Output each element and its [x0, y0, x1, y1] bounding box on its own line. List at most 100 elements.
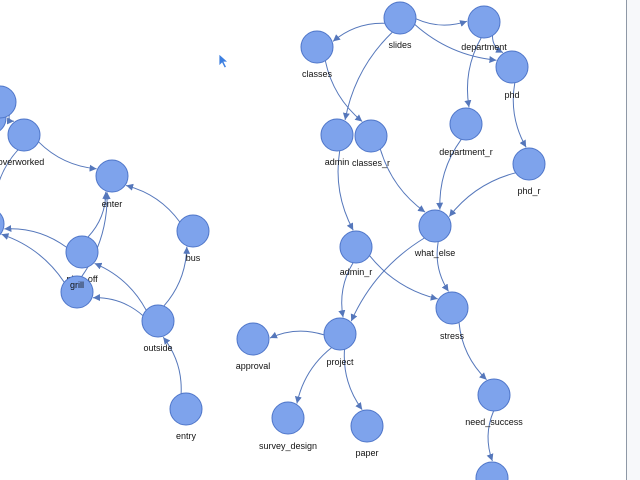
edge-classes_r-to-what_else — [379, 148, 426, 213]
node-label-what_else: what_else — [414, 248, 456, 258]
edge-project-to-survey_design — [294, 347, 332, 404]
node-circle-slides[interactable] — [383, 1, 417, 35]
edge-what_else-to-stress — [436, 241, 449, 292]
node-offscreen_top[interactable] — [0, 85, 17, 119]
node-circle-phd_r[interactable] — [512, 147, 546, 181]
node-classes_r[interactable]: classes_r — [352, 119, 390, 168]
node-circle-enter[interactable] — [95, 159, 129, 193]
node-stress[interactable]: stress — [435, 291, 469, 341]
node-label-classes_r: classes_r — [352, 158, 390, 168]
node-label-project: project — [326, 357, 354, 367]
node-label-department: department — [461, 42, 507, 52]
edge-phd_r-to-what_else — [448, 172, 516, 217]
node-classes[interactable]: classes — [300, 30, 334, 79]
node-overworked[interactable]: overworked — [0, 118, 44, 167]
node-circle-stress[interactable] — [435, 291, 469, 325]
node-enter[interactable]: enter — [95, 159, 129, 209]
node-circle-offscreen_bottom[interactable] — [475, 461, 509, 480]
node-label-approval: approval — [236, 361, 271, 371]
node-circle-bus[interactable] — [176, 214, 210, 248]
edge-need_success-to-offscreen_bottom — [486, 410, 495, 462]
node-label-classes: classes — [302, 69, 333, 79]
node-department_r[interactable]: department_r — [439, 107, 493, 157]
edge-phd-to-phd_r — [512, 82, 527, 148]
node-admin_r[interactable]: admin_r — [339, 230, 373, 277]
node-circle-paper[interactable] — [350, 409, 384, 443]
edge-slides-to-department — [415, 18, 468, 27]
node-offscreen_left[interactable] — [0, 208, 5, 240]
node-label-entry: entry — [176, 431, 197, 441]
node-label-stress: stress — [440, 331, 465, 341]
node-circle-need_success[interactable] — [477, 378, 511, 412]
node-circle-approval[interactable] — [236, 322, 270, 356]
node-circle-survey_design[interactable] — [271, 401, 305, 435]
node-label-survey_design: survey_design — [259, 441, 317, 451]
node-circle-what_else[interactable] — [418, 209, 452, 243]
node-department[interactable]: department — [461, 5, 507, 52]
node-bus[interactable]: bus — [176, 214, 210, 263]
edge-slides-to-phd — [414, 24, 497, 64]
node-label-phd: phd — [504, 90, 519, 100]
node-circle-classes_r[interactable] — [354, 119, 388, 153]
edge-play_off-to-offscreen_left — [4, 225, 67, 248]
edge-department-to-department_r — [464, 37, 482, 108]
edge-classes-to-classes_r — [324, 60, 363, 122]
node-label-grill: grill — [70, 280, 84, 290]
node-paper[interactable]: paper — [350, 409, 384, 458]
node-need_success[interactable]: need_success — [465, 378, 523, 427]
edge-bus-to-enter — [125, 183, 181, 223]
node-circle-offscreen_top[interactable] — [0, 85, 17, 119]
node-label-slides: slides — [388, 40, 412, 50]
node-offscreen_bottom[interactable] — [475, 461, 509, 480]
node-circle-admin[interactable] — [320, 118, 354, 152]
edge-department-to-phd — [491, 35, 504, 54]
edge-department_r-to-what_else — [436, 139, 462, 210]
node-slides[interactable]: slides — [383, 1, 417, 50]
edge-stress-to-need_success — [458, 322, 487, 381]
node-circle-project[interactable] — [323, 317, 357, 351]
node-label-phd_r: phd_r — [517, 186, 540, 196]
edge-project-to-paper — [343, 349, 363, 410]
node-circle-offscreen_left[interactable] — [0, 208, 5, 240]
node-circle-overworked[interactable] — [7, 118, 41, 152]
node-approval[interactable]: approval — [236, 322, 271, 371]
node-circle-department[interactable] — [467, 5, 501, 39]
edge-admin_r-to-project — [338, 262, 354, 318]
edge-admin-to-admin_r — [337, 150, 354, 231]
node-phd_r[interactable]: phd_r — [512, 147, 546, 196]
node-circle-play_off[interactable] — [65, 235, 99, 269]
edge-entry-to-outside — [162, 336, 182, 394]
node-grill[interactable]: grill — [60, 275, 94, 309]
node-circle-department_r[interactable] — [449, 107, 483, 141]
node-label-outside: outside — [143, 343, 172, 353]
node-label-bus: bus — [186, 253, 201, 263]
window-frame-edge — [626, 0, 640, 480]
node-survey_design[interactable]: survey_design — [259, 401, 317, 451]
edge-overworked-to-enter — [38, 141, 97, 172]
node-label-enter: enter — [102, 199, 123, 209]
edge-grill-to-offscreen_left — [1, 233, 65, 283]
node-project[interactable]: project — [323, 317, 357, 367]
node-circle-phd[interactable] — [495, 50, 529, 84]
node-circle-entry[interactable] — [169, 392, 203, 426]
edge-project-to-approval — [269, 330, 325, 339]
node-phd[interactable]: phd — [495, 50, 529, 100]
node-circle-classes[interactable] — [300, 30, 334, 64]
node-circle-admin_r[interactable] — [339, 230, 373, 264]
node-label-admin: admin — [325, 157, 350, 167]
edge-admin_r-to-stress — [369, 255, 438, 301]
edge-slides-to-admin — [342, 31, 393, 121]
node-entry[interactable]: entry — [169, 392, 203, 441]
edges-layer — [0, 18, 527, 462]
node-what_else[interactable]: what_else — [414, 209, 456, 258]
node-outside[interactable]: outside — [141, 304, 175, 353]
edge-offscreen_top-to-overworked — [6, 114, 15, 125]
edge-outside-to-bus — [163, 246, 191, 307]
node-label-admin_r: admin_r — [340, 267, 373, 277]
node-admin[interactable]: admin — [320, 118, 354, 167]
node-circle-outside[interactable] — [141, 304, 175, 338]
node-label-department_r: department_r — [439, 147, 493, 157]
node-circle-grill[interactable] — [60, 275, 94, 309]
